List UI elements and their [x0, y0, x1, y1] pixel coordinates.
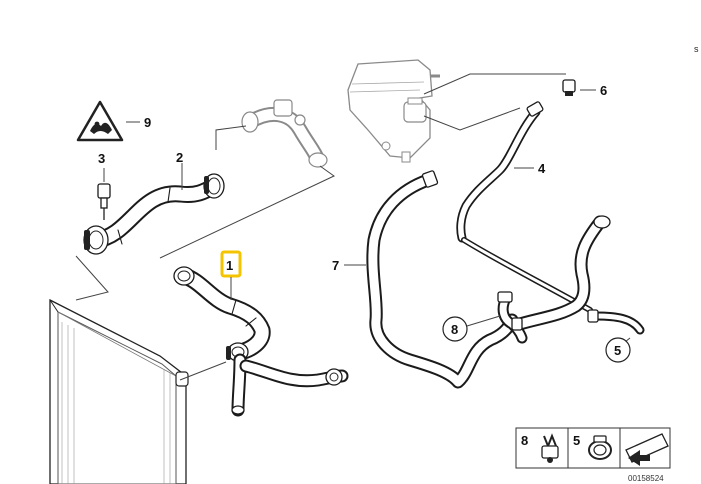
hose-clamp-icon [588, 435, 612, 460]
hose-connector [497, 291, 528, 344]
expansion-tank [347, 59, 440, 163]
callout-5-circle [605, 337, 631, 363]
leader-radiator-top [75, 255, 109, 301]
callout-8-circle [442, 316, 468, 342]
callout-7: 7 [332, 258, 339, 273]
temperature-sensor [97, 183, 111, 220]
leader-tank-6 [423, 73, 566, 95]
engine-outlet-ghost [241, 99, 328, 168]
warning-triangle-icon [76, 100, 124, 142]
leader-radiator-bottom [179, 361, 227, 381]
corner-mark: s [694, 44, 699, 54]
callout-4: 4 [538, 161, 546, 176]
hose-5 [513, 215, 645, 335]
part-arrow-icon [625, 433, 669, 466]
callout-6: 6 [600, 83, 607, 98]
hose-2 [83, 173, 225, 255]
hose-1 [173, 266, 349, 417]
callout-5: 5 [614, 343, 621, 358]
callout-3: 3 [98, 151, 105, 166]
callout-9: 9 [144, 115, 151, 130]
callout-2: 2 [176, 150, 183, 165]
leader-tank-4 [423, 107, 521, 131]
clip-icon [541, 433, 559, 463]
plug-6 [562, 79, 576, 96]
callout-1-highlight [220, 250, 242, 278]
legend-item-8-number: 8 [521, 433, 528, 448]
hose-7 [366, 170, 519, 389]
callout-1: 1 [226, 258, 233, 273]
hose-4 [456, 101, 593, 313]
radiator [49, 298, 189, 484]
drawing-number: 00158524 [628, 474, 664, 483]
legend-item-5-number: 5 [573, 433, 580, 448]
callout-8: 8 [451, 322, 458, 337]
